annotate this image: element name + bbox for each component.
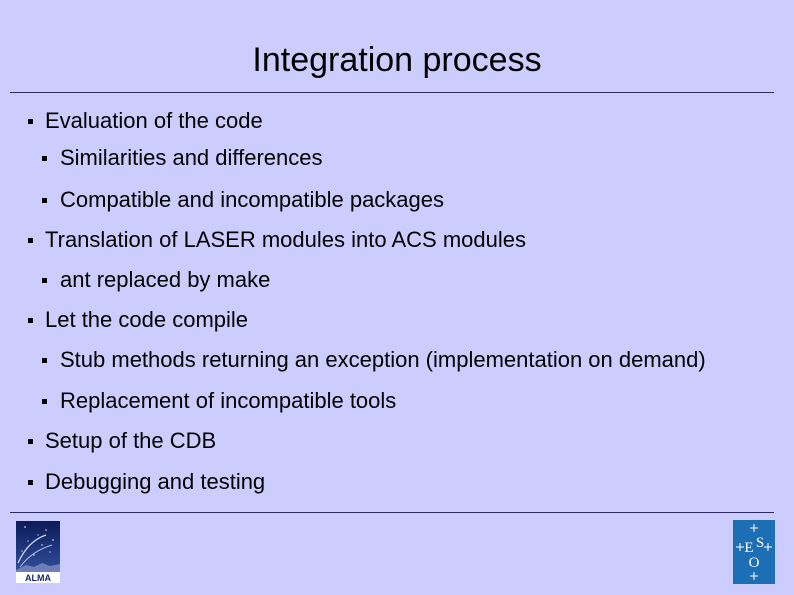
bullet-marker <box>28 439 33 444</box>
bullet-text: Compatible and incompatible packages <box>60 187 445 212</box>
bullet-text: Evaluation of the code <box>45 108 263 133</box>
bullet-text: Replacement of incompatible tools <box>60 388 397 413</box>
bullet-marker <box>28 238 33 243</box>
bullet-marker <box>28 480 33 485</box>
alma-logo: ALMA <box>16 521 60 583</box>
bullet-text: Stub methods returning an exception (imp… <box>60 347 706 372</box>
bullet-text: Similarities and differences <box>60 145 323 170</box>
bullet-text: Translation of LASER modules into ACS mo… <box>45 227 526 252</box>
bullet-marker <box>28 119 33 124</box>
bullet-marker <box>28 318 33 323</box>
bullet-item: Debugging and testing <box>28 468 266 496</box>
sub-bullet-item: Similarities and differences <box>42 144 323 172</box>
eso-logo: E S O <box>733 520 775 584</box>
sub-bullet-item: Replacement of incompatible tools <box>42 387 397 415</box>
bullet-item: Let the code compile <box>28 306 249 334</box>
bullet-marker <box>42 198 47 203</box>
bullet-text: Let the code compile <box>45 307 249 332</box>
bullet-item: Evaluation of the code <box>28 107 263 135</box>
sub-bullet-item: Compatible and incompatible packages <box>42 186 445 214</box>
bullet-item: Setup of the CDB <box>28 427 217 455</box>
bullet-text: Debugging and testing <box>45 469 266 494</box>
bullet-marker <box>42 156 47 161</box>
bullet-marker <box>42 399 47 404</box>
bullet-item: Translation of LASER modules into ACS mo… <box>28 226 526 254</box>
slide-title: Integration process <box>252 41 542 79</box>
bullet-text: ant replaced by make <box>60 267 271 292</box>
eso-letter-e: E <box>744 540 753 556</box>
alma-logo-text: ALMA <box>25 573 51 583</box>
sub-bullet-item: ant replaced by make <box>42 266 271 294</box>
bullet-marker <box>42 358 47 363</box>
eso-letter-o: O <box>749 555 760 571</box>
sub-bullet-item: Stub methods returning an exception (imp… <box>42 346 706 374</box>
footer-divider <box>10 512 774 513</box>
title-divider <box>10 92 774 93</box>
bullet-marker <box>42 278 47 283</box>
bullet-text: Setup of the CDB <box>45 428 217 453</box>
eso-letter-s: S <box>756 535 764 551</box>
